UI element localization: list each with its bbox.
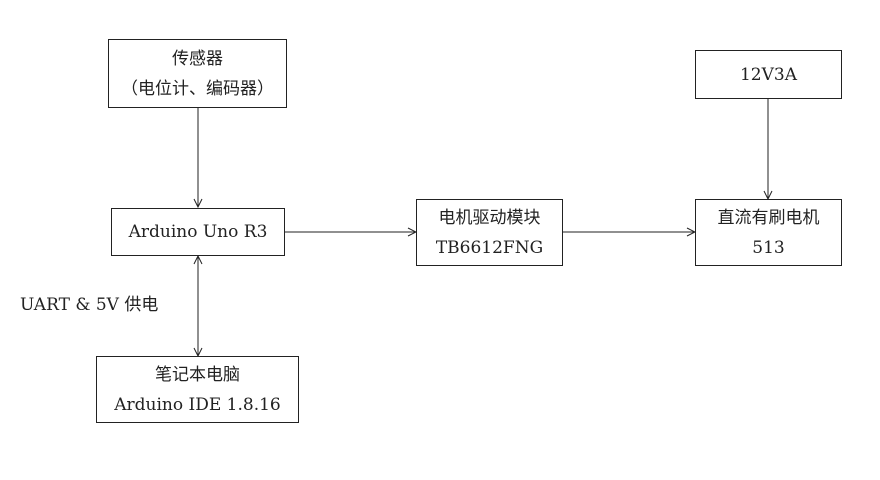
node-sensor-subtitle: （电位计、编码器） xyxy=(121,78,274,99)
node-dc-motor: 直流有刷电机 513 xyxy=(695,199,842,266)
node-power-supply-title: 12V3A xyxy=(739,64,797,85)
node-arduino-title: Arduino Uno R3 xyxy=(128,222,268,242)
node-dc-motor-subtitle: 513 xyxy=(752,237,785,258)
node-dc-motor-title: 直流有刷电机 xyxy=(717,207,820,228)
node-sensor: 传感器 （电位计、编码器） xyxy=(108,39,287,108)
node-sensor-title: 传感器 xyxy=(172,48,223,69)
node-laptop: 笔记本电脑 Arduino IDE 1.8.16 xyxy=(96,356,299,423)
node-power-supply: 12V3A xyxy=(695,50,842,99)
node-motor-driver: 电机驱动模块 TB6612FNG xyxy=(416,199,563,266)
node-laptop-subtitle: Arduino IDE 1.8.16 xyxy=(114,394,281,415)
edge-label-uart-power: UART & 5V 供电 xyxy=(20,295,159,315)
node-laptop-title: 笔记本电脑 xyxy=(155,364,240,385)
node-motor-driver-title: 电机驱动模块 xyxy=(438,207,541,228)
node-motor-driver-subtitle: TB6612FNG xyxy=(435,237,544,258)
node-arduino: Arduino Uno R3 xyxy=(111,208,285,256)
